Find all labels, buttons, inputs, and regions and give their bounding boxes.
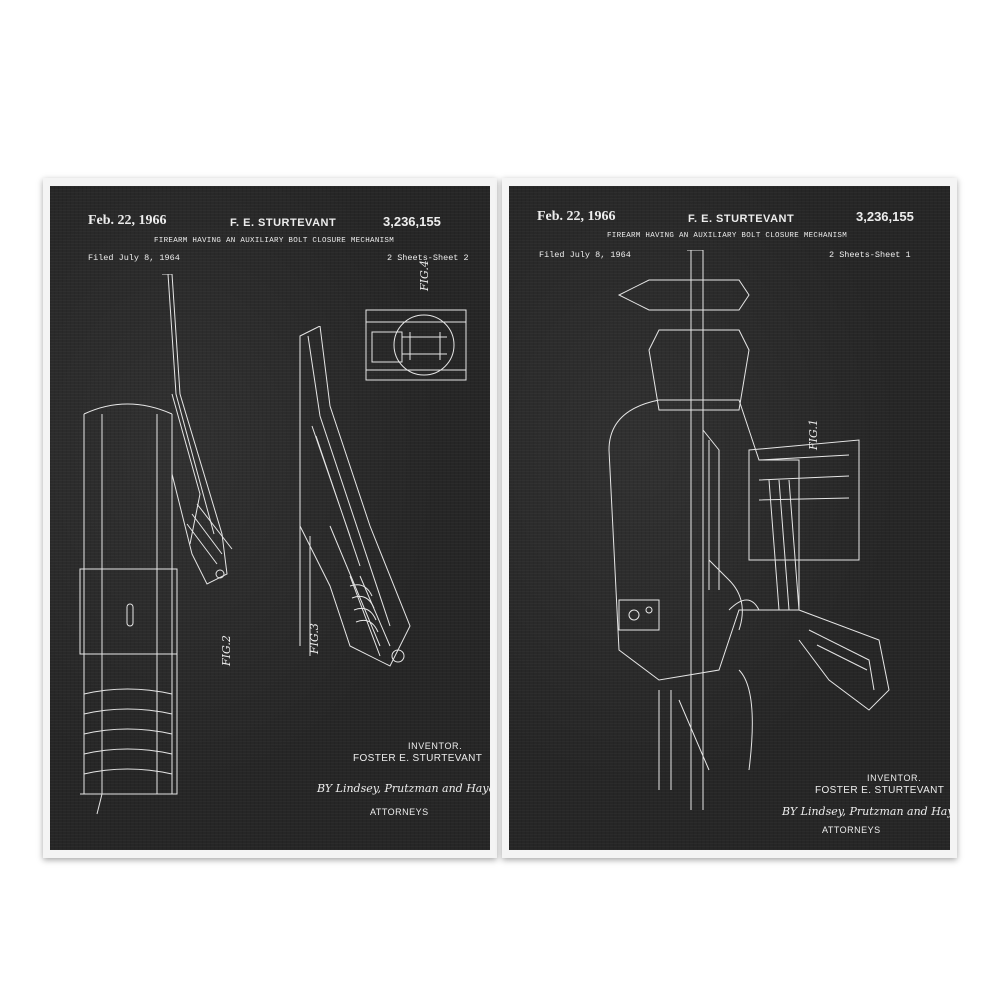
attorneys-label: ATTORNEYS <box>822 825 881 835</box>
patent-number: 3,236,155 <box>383 214 441 229</box>
patent-inventor: F. E. STURTEVANT <box>230 217 337 229</box>
patent-date: Feb. 22, 1966 <box>537 209 616 224</box>
attorney-signature: BY Lindsey, Prutzman and Hayes <box>317 782 490 795</box>
fig-label-3: FIG.3 <box>308 623 321 654</box>
attorney-signature: BY Lindsey, Prutzman and Hayes <box>782 805 950 818</box>
filed-date: Filed July 8, 1964 <box>88 253 180 263</box>
left-poster: Feb. 22, 1966 F. E. STURTEVANT 3,236,155… <box>50 186 490 850</box>
patent-number: 3,236,155 <box>856 209 914 224</box>
inventor-name: FOSTER E. STURTEVANT <box>815 785 945 796</box>
inventor-name: FOSTER E. STURTEVANT <box>353 753 483 764</box>
fig-label-2: FIG.2 <box>220 635 233 666</box>
right-poster: Feb. 22, 1966 F. E. STURTEVANT 3,236,155… <box>509 186 950 850</box>
patent-inventor: F. E. STURTEVANT <box>688 213 795 225</box>
filed-date: Filed July 8, 1964 <box>539 250 631 260</box>
sheet-count: 2 Sheets-Sheet 2 <box>387 253 469 263</box>
fig-label-1: FIG.1 <box>807 419 820 450</box>
inventor-label: INVENTOR. <box>408 741 463 751</box>
inventor-label: INVENTOR. <box>867 773 922 783</box>
patent-drawing-fig4 <box>362 302 472 392</box>
attorneys-label: ATTORNEYS <box>370 807 429 817</box>
patent-date: Feb. 22, 1966 <box>88 213 167 228</box>
fig-label-4: FIG.4 <box>418 260 431 291</box>
sheet-count: 2 Sheets-Sheet 1 <box>829 250 911 260</box>
patent-drawing-fig1-rifle <box>599 250 899 810</box>
patent-title: FIREARM HAVING AN AUXILIARY BOLT CLOSURE… <box>607 232 848 240</box>
patent-title: FIREARM HAVING AN AUXILIARY BOLT CLOSURE… <box>154 237 395 245</box>
patent-drawing-fig3 <box>290 326 430 686</box>
patent-drawing-fig2 <box>72 274 242 834</box>
